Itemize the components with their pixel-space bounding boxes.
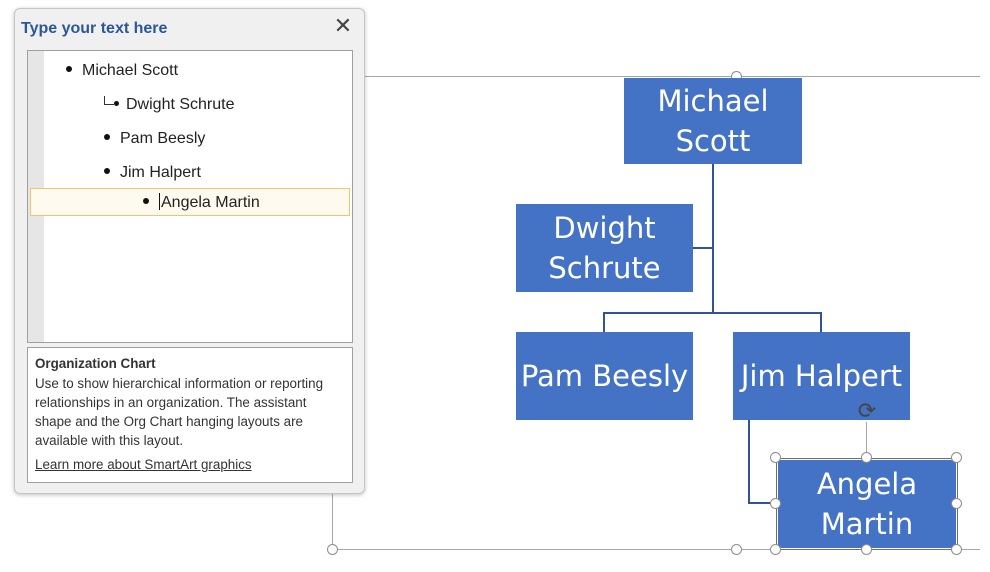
rotate-handle-stem	[866, 422, 867, 458]
layout-description: Organization Chart Use to show hierarchi…	[27, 347, 353, 483]
resize-handle-se[interactable]	[951, 544, 962, 555]
org-node-pam-beesly[interactable]: Pam Beesly	[516, 332, 693, 420]
description-title: Organization Chart	[35, 356, 156, 371]
bullet-icon	[143, 197, 149, 204]
list-item-selected[interactable]: Angela Martin	[30, 188, 350, 216]
assistant-branch-icon	[104, 96, 114, 106]
resize-handle-nw[interactable]	[770, 452, 781, 463]
canvas-handle-bottom-left[interactable]	[327, 544, 338, 555]
connector-dwight	[692, 247, 713, 249]
resize-handle-s[interactable]	[861, 544, 872, 555]
org-node-label: Jim Halpert	[740, 359, 903, 393]
org-node-label-line1: Angela	[816, 467, 918, 501]
connector-horizontal	[603, 312, 822, 314]
connector-angela	[748, 502, 778, 504]
text-cursor	[159, 193, 160, 211]
org-node-label-line2: Martin	[820, 507, 914, 541]
list-item-label: Pam Beesly	[120, 130, 206, 147]
list-item-label: Michael Scott	[82, 62, 179, 79]
learn-more-link[interactable]: Learn more about SmartArt graphics	[35, 457, 252, 472]
list-item-label: Dwight Schrute	[126, 96, 235, 113]
bullet-icon	[104, 133, 110, 140]
resize-handle-e[interactable]	[951, 498, 962, 509]
rotate-handle-icon[interactable]: ⟳	[857, 398, 877, 423]
list-item[interactable]: Dwight Schrute	[104, 91, 235, 119]
bullet-icon	[66, 65, 72, 72]
resize-handle-n[interactable]	[861, 452, 872, 463]
list-item[interactable]: Pam Beesly	[104, 125, 205, 153]
connector-jim-down	[748, 420, 750, 503]
bullet-icon	[114, 101, 119, 107]
bullet-icon	[104, 167, 110, 174]
description-body: Use to show hierarchical information or …	[35, 376, 324, 448]
list-item-label: Jim Halpert	[120, 164, 201, 181]
org-node-label-line1: Michael	[657, 84, 769, 118]
org-node-label-line2: Schrute	[548, 251, 661, 285]
org-node-label-line1: Dwight	[553, 211, 656, 245]
list-item[interactable]: Jim Halpert	[104, 159, 201, 187]
bullet-list-editor[interactable]: Michael Scott Dwight Schrute Pam Beesly …	[27, 50, 353, 343]
org-node-jim-halpert[interactable]: Jim Halpert	[733, 332, 910, 420]
text-pane-title: Type your text here	[21, 20, 168, 37]
list-item-label: Angela Martin	[161, 194, 260, 211]
resize-handle-ne[interactable]	[951, 452, 962, 463]
resize-handle-w[interactable]	[770, 498, 781, 509]
connector-jim	[820, 312, 822, 332]
selection-frame	[776, 458, 958, 550]
org-node-label-line2: Scott	[675, 124, 751, 158]
close-icon[interactable]: ✕	[333, 13, 353, 38]
connector-pam	[603, 312, 605, 332]
org-node-label: Pam Beesly	[520, 359, 689, 393]
smartart-text-pane: Type your text here ✕ Michael Scott Dwig…	[14, 8, 365, 494]
list-item[interactable]: Michael Scott	[66, 57, 178, 85]
connector-michael-down	[712, 164, 714, 313]
canvas-frame-bottom	[333, 549, 980, 550]
canvas-frame-left	[332, 494, 333, 550]
resize-handle-sw[interactable]	[770, 544, 781, 555]
canvas-frame-top	[365, 76, 980, 77]
canvas-handle-bottom-center[interactable]	[731, 544, 742, 555]
